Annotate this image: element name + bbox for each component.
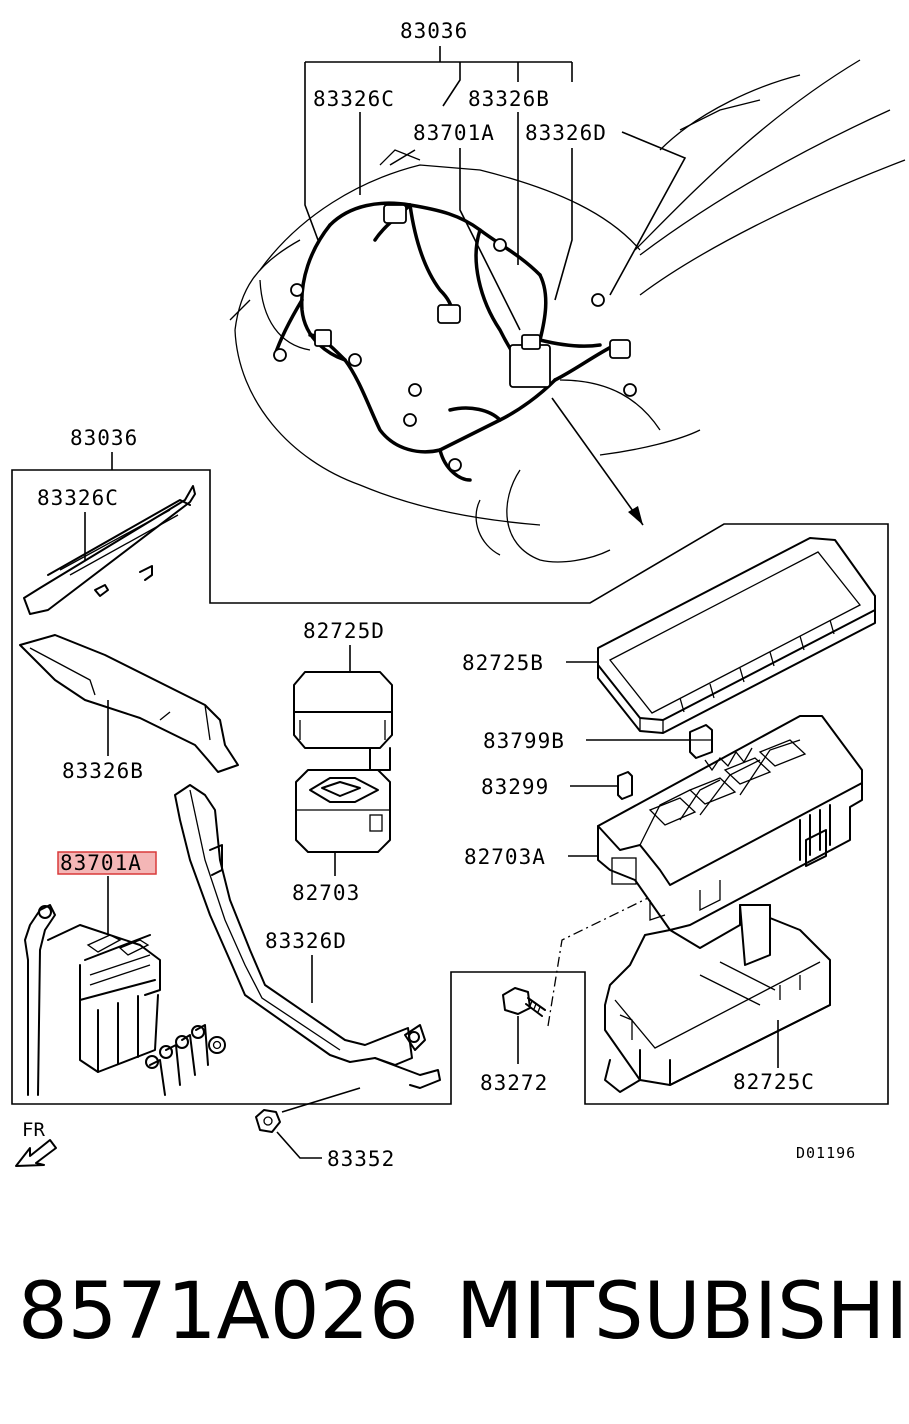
callout-box-83326c: 83326C [37, 486, 119, 510]
bracket-83326d [174, 784, 441, 1089]
callout-top-83326c: 83326C [313, 87, 395, 111]
harness-cover-83326c [23, 485, 196, 615]
callout-relay-cover: 82725D [303, 619, 385, 643]
callout-top-harness: 83036 [400, 19, 468, 43]
callout-top-83701a: 83701A [413, 121, 495, 145]
fuse-83299 [617, 771, 633, 800]
callout-fuse-small: 83299 [481, 775, 549, 799]
detail-frame [11, 469, 889, 1105]
footer: 8571A026 MITSUBISHI [0, 1262, 909, 1372]
fusebox-cover-82725b [597, 537, 876, 734]
front-direction-marker: FR [15, 1119, 57, 1167]
callout-box-header: 83036 [70, 426, 138, 450]
callout-relay: 82703 [292, 881, 360, 905]
top-callouts: 83036 83326C 83326B 83701A 83326D [313, 19, 607, 145]
relay-cover-82725d [293, 671, 393, 771]
front-label: FR [22, 1119, 45, 1141]
callout-selected-part: 83701A [60, 851, 142, 875]
callout-top-83326b: 83326B [468, 87, 550, 111]
diagram-code: D01196 [796, 1144, 856, 1162]
part-number: 8571A026 [18, 1267, 419, 1357]
callout-bracket: 83326D [265, 929, 347, 953]
junction-block-83701a [24, 904, 226, 1096]
bolt-83272 [502, 987, 546, 1017]
top-leader-lines [304, 46, 687, 526]
engine-harness-illustration [273, 201, 637, 482]
callout-fusebox: 82703A [464, 845, 546, 869]
vehicle-outline [229, 59, 906, 563]
callout-bolt: 83272 [480, 1071, 548, 1095]
harness-cover-83326b [19, 634, 239, 773]
alignment-line [547, 897, 649, 1027]
fuse-83799b [689, 724, 713, 759]
parts-diagram: 83036 83326C 83326B 83701A 83326D 83036 … [11, 19, 906, 1171]
callout-fusebox-lower: 82725C [733, 1070, 815, 1094]
callout-box-83326b: 83326B [62, 759, 144, 783]
callout-top-83326d: 83326D [525, 121, 607, 145]
fusebox-82703a [597, 715, 863, 931]
callout-nut: 83352 [327, 1147, 395, 1171]
nut-83352 [255, 1109, 281, 1133]
callout-fuse: 83799B [483, 729, 565, 753]
fusebox-lower-82725c [604, 904, 831, 1093]
selected-part-highlight [57, 851, 157, 875]
brand-name: MITSUBISHI [456, 1267, 909, 1357]
relay-82703 [295, 769, 391, 853]
callout-fusebox-cover: 82725B [462, 651, 544, 675]
